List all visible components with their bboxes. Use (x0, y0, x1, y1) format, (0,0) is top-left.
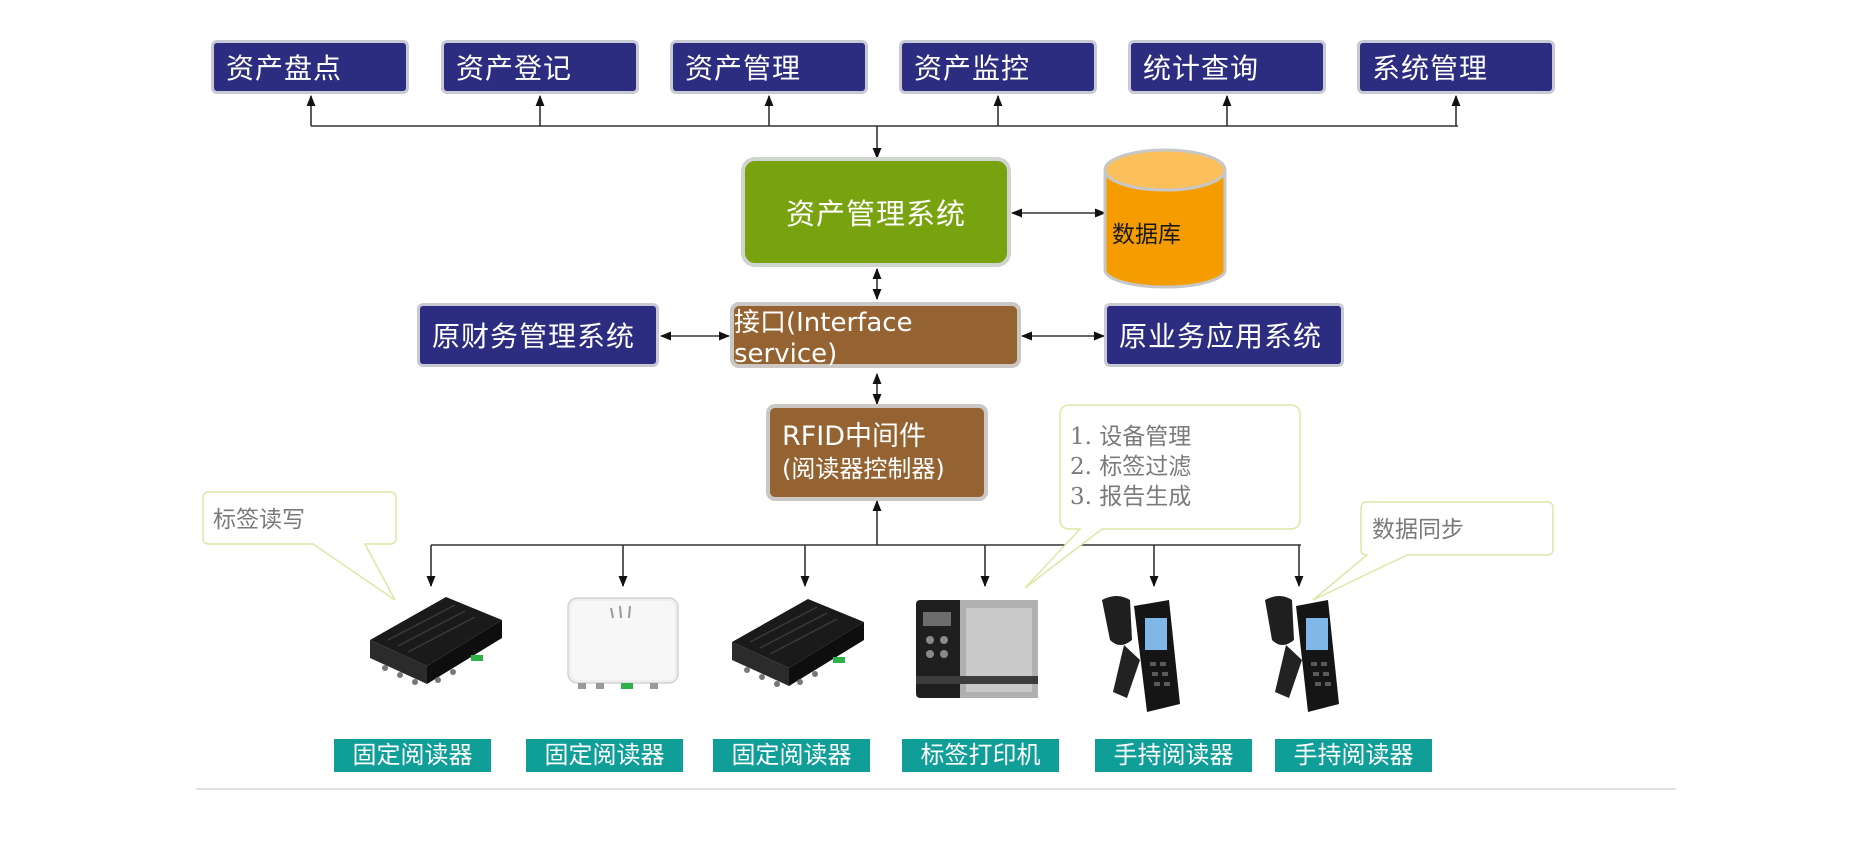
module-bus-connector (306, 94, 1461, 160)
callout-middleware-line-2: 2. 标签过滤 (1070, 454, 1192, 480)
callout-middleware-line-3: 3. 报告生成 (1070, 484, 1192, 510)
asset-management-system-node: 资产管理系统 (741, 157, 1011, 267)
device-label-handheld-reader-1: 手持阅读器 (1095, 739, 1252, 772)
device-bus-connector (426, 499, 1304, 588)
module-asset-monitoring: 资产监控 (899, 40, 1097, 94)
label-printer-image (916, 600, 1038, 698)
module-statistics-query: 统计查询 (1128, 40, 1326, 94)
callout-data-sync-text: 数据同步 (1372, 517, 1464, 543)
business-system-node: 原业务应用系统 (1104, 303, 1344, 367)
handheld-reader-1-image (1102, 596, 1180, 712)
module-asset-inventory: 资产盘点 (211, 40, 409, 94)
device-label-fixed-reader-3: 固定阅读器 (713, 739, 870, 772)
device-label-fixed-reader-1: 固定阅读器 (334, 739, 491, 772)
callout-middleware-line-1: 1. 设备管理 (1070, 424, 1192, 450)
fixed-reader-1-image (370, 597, 502, 685)
database-cylinder (1103, 148, 1227, 289)
rfid-middleware-node: RFID中间件 (阅读器控制器) (766, 404, 988, 501)
device-label-label-printer: 标签打印机 (902, 739, 1059, 772)
callout-tag-rw-text: 标签读写 (213, 507, 305, 533)
module-system-management: 系统管理 (1357, 40, 1555, 94)
device-label-fixed-reader-2: 固定阅读器 (526, 739, 683, 772)
middleware-title: RFID中间件 (782, 420, 927, 452)
core-connectors (659, 208, 1107, 406)
device-label-handheld-reader-2: 手持阅读器 (1275, 739, 1432, 772)
module-asset-management: 资产管理 (670, 40, 868, 94)
finance-system-node: 原财务管理系统 (417, 303, 659, 367)
module-asset-registration: 资产登记 (441, 40, 639, 94)
callout-data-sync-bubble (1312, 501, 1554, 601)
fixed-reader-3-image (732, 599, 864, 687)
fixed-reader-2-image (567, 597, 679, 689)
interface-service-node: 接口(Interface service) (730, 302, 1021, 369)
handheld-reader-2-image (1265, 596, 1339, 712)
database-label: 数据库 (1112, 222, 1181, 248)
middleware-subtitle: (阅读器控制器) (782, 454, 945, 483)
callout-middleware-bubble (1024, 404, 1301, 589)
callout-tag-rw-bubble (202, 491, 397, 601)
